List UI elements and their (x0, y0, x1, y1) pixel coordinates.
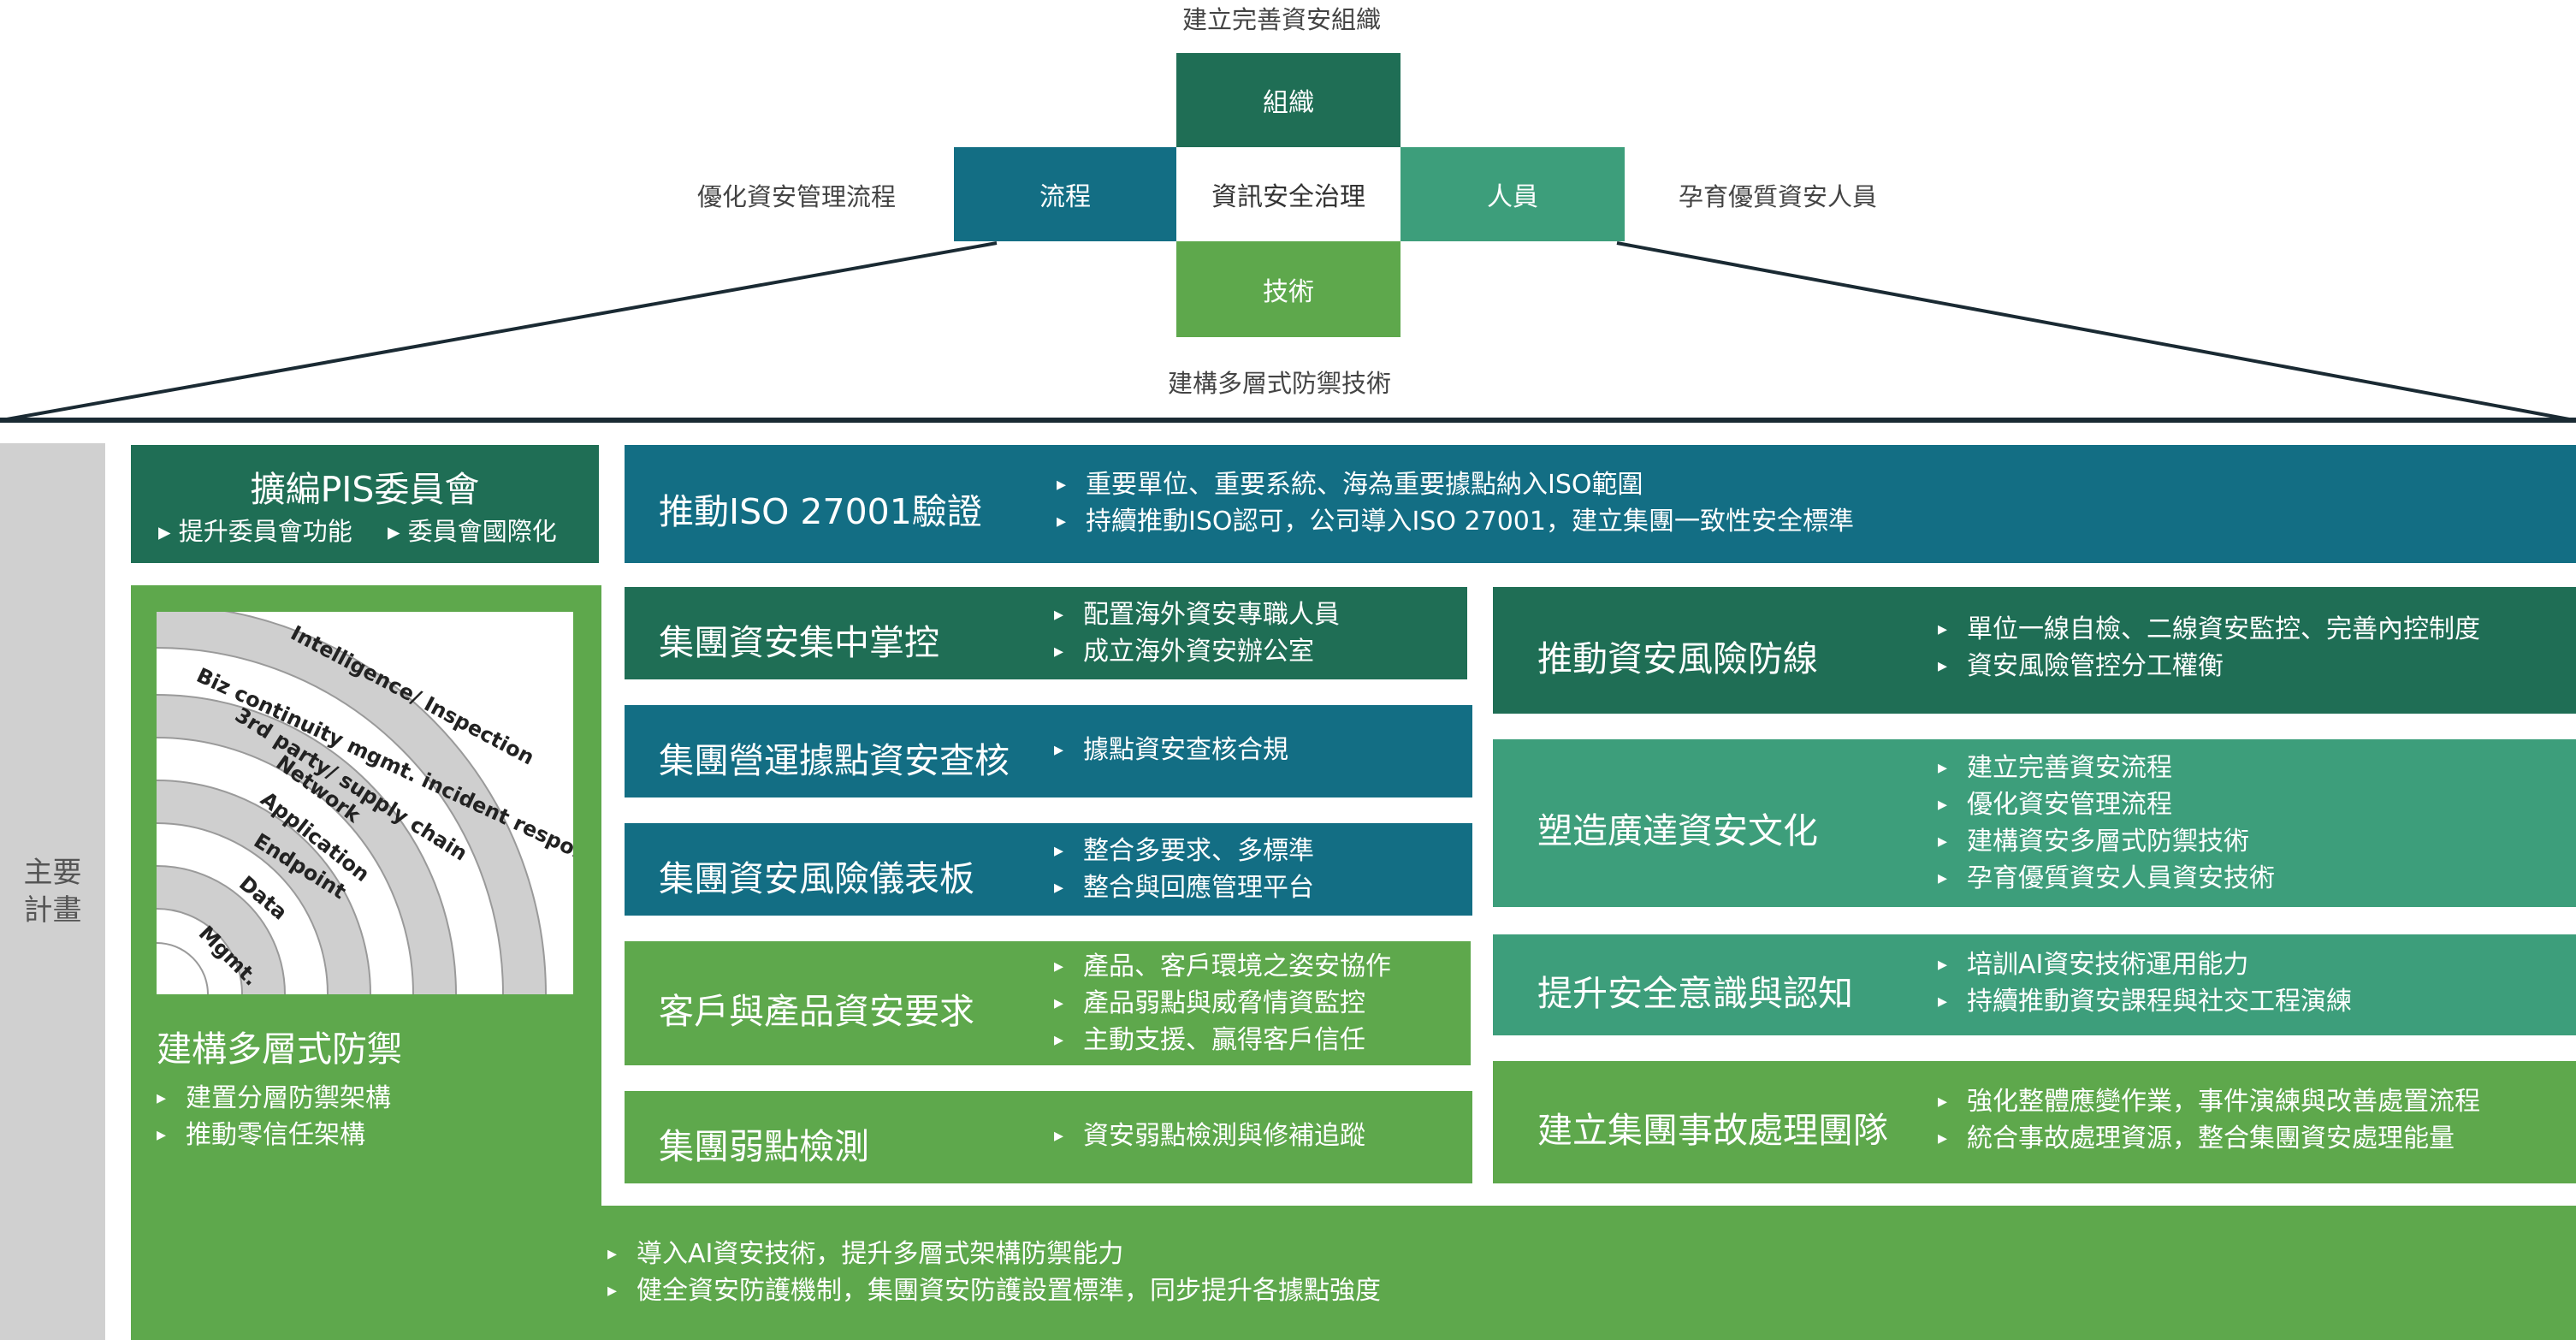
defense-rings-panel: Intelligence/ Inspection Biz continuity … (0, 604, 616, 1340)
mid-box-item: 配置海外資安專職人員 (1054, 596, 1340, 633)
right-label: 孕育優質資安人員 (1679, 182, 1878, 211)
mid-box-item: 產品、客戶環境之姿安協作 (1054, 948, 1391, 985)
side-main-plan-label: 主要 計畫 (23, 856, 82, 928)
defense-title: 建構多層式防禦 (157, 1029, 402, 1070)
bottom-item: 健全資安防護機制，集團資安防護設置標準，同步提升各據點強度 (607, 1272, 1381, 1309)
right-box-item: 單位一線自檢、二線資安監控、完善內控制度 (1938, 611, 2480, 648)
cross-top-organization: 組織 (1176, 53, 1401, 147)
right-box-title: 塑造廣達資安文化 (1537, 810, 1818, 851)
right-box-incident-team: 建立集團事故處理團隊 強化整體應變作業，事件演練與改善處置流程 統合事故處理資源… (1493, 1061, 2576, 1183)
right-box-items: 培訓AI資安技術運用能力 持續推動資安課程與社交工程演練 (1938, 946, 2352, 1020)
cross-right-people: 人員 (1401, 147, 1625, 241)
right-box-awareness: 提升安全意識與認知 培訓AI資安技術運用能力 持續推動資安課程與社交工程演練 (1493, 934, 2576, 1035)
defense-item: 推動零信任架構 (157, 1117, 402, 1153)
mid-box-central-control: 集團資安集中掌控 配置海外資安專職人員 成立海外資安辦公室 (625, 587, 1467, 679)
mid-box-item: 整合與回應管理平台 (1054, 869, 1314, 906)
pis-item: ▸ 提升委員會功能 (158, 517, 352, 546)
top-label: 建立完善資安組織 (1182, 5, 1382, 34)
defense-text: 建構多層式防禦 建置分層防禦架構 推動零信任架構 (157, 1020, 402, 1153)
mid-box-items: 資安弱點檢測與修補追蹤 (1054, 1118, 1365, 1154)
mid-box-item-text: 整合與回應管理平台 (1083, 873, 1314, 903)
right-box-item: 建構資安多層式防禦技術 (1938, 823, 2275, 860)
right-box-item: 建立完善資安流程 (1938, 750, 2275, 786)
right-box-security-culture: 塑造廣達資安文化 建立完善資安流程 優化資安管理流程 建構資安多層式防禦技術 孕… (1493, 739, 2576, 907)
bottom-label: 建構多層式防禦技術 (1168, 369, 1392, 398)
mid-box-site-audit: 集團營運據點資安查核 據點資安查核合規 (625, 705, 1472, 797)
iso-items: 重要單位、重要系統、海為重要據點納入ISO範圍 持續推動ISO認可，公司導入IS… (1057, 466, 1854, 540)
mid-box-item: 資安弱點檢測與修補追蹤 (1054, 1118, 1365, 1154)
right-box-item: 強化整體應變作業，事件演練與改善處置流程 (1938, 1083, 2480, 1120)
mid-box-vulnerability-scan: 集團弱點檢測 資安弱點檢測與修補追蹤 (625, 1091, 1472, 1183)
pis-items: ▸ 提升委員會功能 ▸ 委員會國際化 (158, 512, 584, 548)
right-box-title: 提升安全意識與認知 (1537, 973, 1853, 1014)
right-box-items: 單位一線自檢、二線資安監控、完善內控制度 資安風險管控分工權衡 (1938, 611, 2480, 685)
mid-box-items: 配置海外資安專職人員 成立海外資安辦公室 (1054, 596, 1340, 670)
iso-item: 重要單位、重要系統、海為重要據點納入ISO範圍 (1057, 466, 1854, 503)
perspective-lines (0, 241, 2576, 423)
right-box-item: 持續推動資安課程與社交工程演練 (1938, 983, 2352, 1020)
right-box-items: 建立完善資安流程 優化資安管理流程 建構資安多層式防禦技術 孕育優質資安人員資安… (1938, 750, 2275, 897)
pis-committee-box: 擴編PIS委員會 ▸ 提升委員會功能 ▸ 委員會國際化 (131, 445, 599, 563)
mid-box-title: 集團營運據點資安查核 (659, 740, 1010, 781)
mid-box-item: 整合多要求、多標準 (1054, 833, 1314, 869)
cross-center-governance: 資訊安全治理 (1176, 147, 1401, 241)
cross-bottom-technology: 技術 (1176, 241, 1401, 337)
iso-box: 推動ISO 27001驗證 重要單位、重要系統、海為重要據點納入ISO範圍 持續… (625, 445, 2576, 563)
mid-box-customer-product: 客戶與產品資安要求 產品、客戶環境之姿安協作 產品弱點與威脅情資監控 主動支援、… (625, 941, 1471, 1065)
right-box-item: 優化資安管理流程 (1938, 786, 2275, 823)
mid-box-item: 產品弱點與威脅情資監控 (1054, 985, 1391, 1022)
left-label: 優化資安管理流程 (697, 182, 897, 211)
side-main-plan-bar: 主要 計畫 (0, 443, 105, 1340)
mid-box-item: 主動支援、贏得客戶信任 (1054, 1022, 1391, 1058)
mid-box-items: 整合多要求、多標準 整合與回應管理平台 (1054, 833, 1314, 906)
right-box-item: 資安風險管控分工權衡 (1938, 648, 2480, 685)
right-box-risk-defense: 推動資安風險防線 單位一線自檢、二線資安監控、完善內控制度 資安風險管控分工權衡 (1493, 587, 2576, 714)
bottom-item: 導入AI資安技術，提升多層式架構防禦能力 (607, 1236, 1381, 1272)
mid-box-risk-dashboard: 集團資安風險儀表板 整合多要求、多標準 整合與回應管理平台 (625, 823, 1472, 916)
defense-rings-diagram: Intelligence/ Inspection Biz continuity … (0, 604, 616, 1340)
right-box-title: 建立集團事故處理團隊 (1537, 1110, 1888, 1151)
bottom-items: 導入AI資安技術，提升多層式架構防禦能力 健全資安防護機制，集團資安防護設置標準… (607, 1236, 1381, 1309)
iso-title: 推動ISO 27001驗證 (659, 491, 982, 532)
mid-box-items: 據點資安查核合規 (1054, 732, 1288, 768)
defense-items: 建置分層防禦架構 推動零信任架構 (157, 1080, 402, 1153)
mid-box-title: 集團資安風險儀表板 (659, 858, 974, 899)
mid-box-items: 產品、客戶環境之姿安協作 產品弱點與威脅情資監控 主動支援、贏得客戶信任 (1054, 948, 1391, 1058)
right-box-item: 孕育優質資安人員資安技術 (1938, 860, 2275, 897)
defense-item: 建置分層防禦架構 (157, 1080, 402, 1117)
right-box-items: 強化整體應變作業，事件演練與改善處置流程 統合事故處理資源，整合集團資安處理能量 (1938, 1083, 2480, 1157)
mid-box-title: 客戶與產品資安要求 (659, 991, 974, 1032)
mid-box-item: 據點資安查核合規 (1054, 732, 1288, 768)
mid-box-item: 成立海外資安辦公室 (1054, 633, 1340, 670)
iso-item: 持續推動ISO認可，公司導入ISO 27001，建立集團一致性安全標準 (1057, 503, 1854, 540)
cross-left-process: 流程 (954, 147, 1176, 241)
mid-box-title: 集團弱點檢測 (659, 1126, 869, 1167)
pis-title: 擴編PIS委員會 (250, 469, 480, 510)
right-box-item: 培訓AI資安技術運用能力 (1938, 946, 2352, 983)
right-box-title: 推動資安風險防線 (1537, 638, 1818, 679)
mid-box-title: 集團資安集中掌控 (659, 622, 939, 663)
right-box-item: 統合事故處理資源，整合集團資安處理能量 (1938, 1120, 2480, 1157)
pis-item: ▸ 委員會國際化 (388, 517, 557, 546)
